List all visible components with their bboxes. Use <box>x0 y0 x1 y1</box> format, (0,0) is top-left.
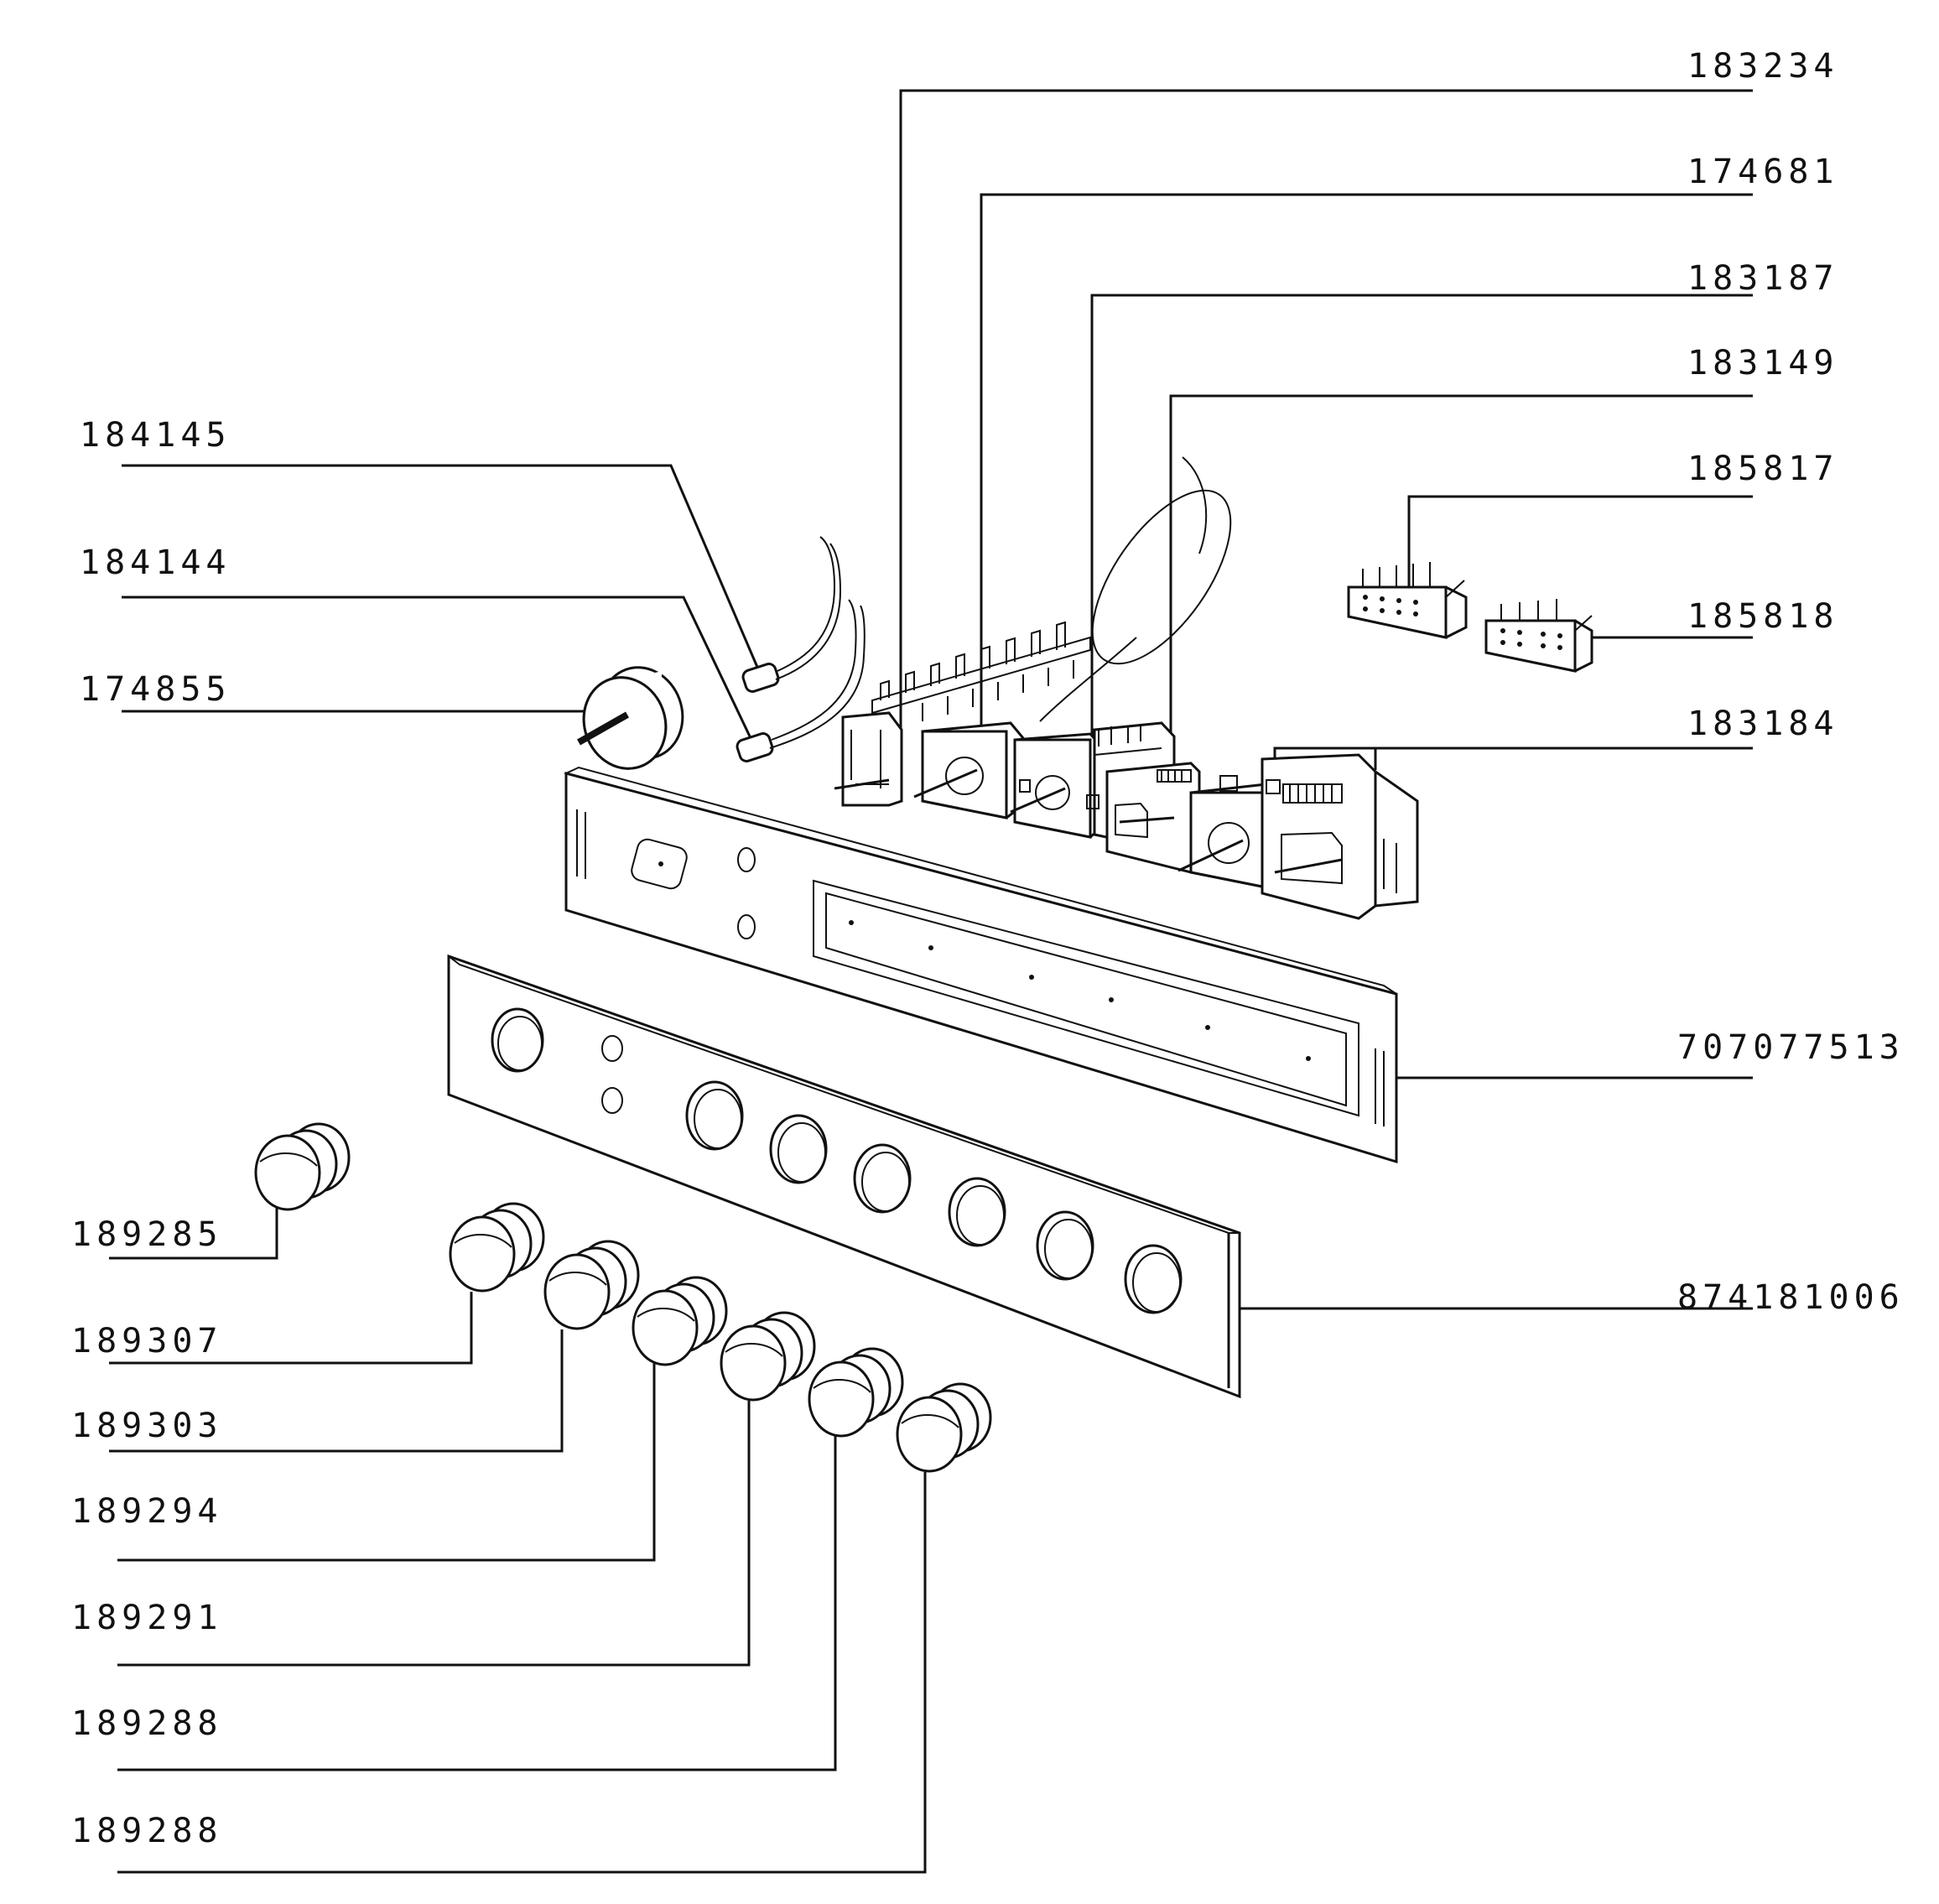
leader-184144 <box>122 596 752 739</box>
label-184145: 184145 <box>80 416 231 455</box>
leader-189288b <box>117 1472 927 1874</box>
indicator-lamp-174855 <box>577 666 684 770</box>
leader-189285 <box>109 1191 278 1260</box>
label-189307: 189307 <box>71 1322 223 1360</box>
leader-185817 <box>1407 495 1753 591</box>
leader-189291 <box>117 1401 751 1667</box>
leader-183187 <box>1090 294 1753 736</box>
leader-189294 <box>117 1363 656 1562</box>
knob-189288b <box>896 1382 992 1473</box>
knob-189288a <box>808 1347 904 1438</box>
leader-174681 <box>980 193 1753 734</box>
switch-assembly <box>834 621 1419 920</box>
wire-loop <box>1039 456 1232 722</box>
label-874181006: 874181006 <box>1677 1278 1905 1317</box>
knob-189285 <box>254 1122 351 1211</box>
label-183187: 183187 <box>1687 259 1839 298</box>
label-185818: 185818 <box>1687 597 1839 636</box>
label-183234: 183234 <box>1687 47 1839 86</box>
front-fascia-874181006 <box>447 954 1241 1399</box>
label-174855: 174855 <box>80 670 231 709</box>
label-707077513: 707077513 <box>1677 1028 1905 1067</box>
sensor-184144 <box>736 599 866 762</box>
connector-block-185818 <box>1484 599 1593 673</box>
leader-189288a <box>117 1434 837 1771</box>
label-183184: 183184 <box>1687 705 1839 743</box>
knob-189294 <box>632 1276 728 1366</box>
label-189303: 189303 <box>71 1407 223 1445</box>
label-174681: 174681 <box>1687 153 1839 191</box>
knob-189303 <box>543 1240 640 1330</box>
connector-block-185817 <box>1347 562 1468 639</box>
label-189294: 189294 <box>71 1492 223 1531</box>
leader-183149 <box>1169 394 1753 738</box>
label-189285: 189285 <box>71 1215 223 1254</box>
leader-184145 <box>122 464 761 672</box>
label-183149: 183149 <box>1687 344 1839 382</box>
label-189291: 189291 <box>71 1599 223 1637</box>
knob-189291 <box>720 1311 816 1402</box>
label-185817: 185817 <box>1687 450 1839 488</box>
knob-189307 <box>449 1202 545 1293</box>
label-189288a: 189288 <box>71 1704 223 1743</box>
leader-183184 <box>1374 747 1753 770</box>
leader-lines <box>109 89 1753 1874</box>
leader-183234 <box>899 89 1753 730</box>
inner-panel-707077513 <box>564 766 1398 1164</box>
label-184144: 184144 <box>80 544 231 582</box>
leader-189307 <box>109 1292 473 1365</box>
sensor-184145 <box>741 536 842 693</box>
leader-189303 <box>109 1329 564 1453</box>
part-labels: 183234 174681 183187 183149 185817 18581… <box>71 47 1905 1850</box>
label-189288b: 189288 <box>71 1812 223 1850</box>
